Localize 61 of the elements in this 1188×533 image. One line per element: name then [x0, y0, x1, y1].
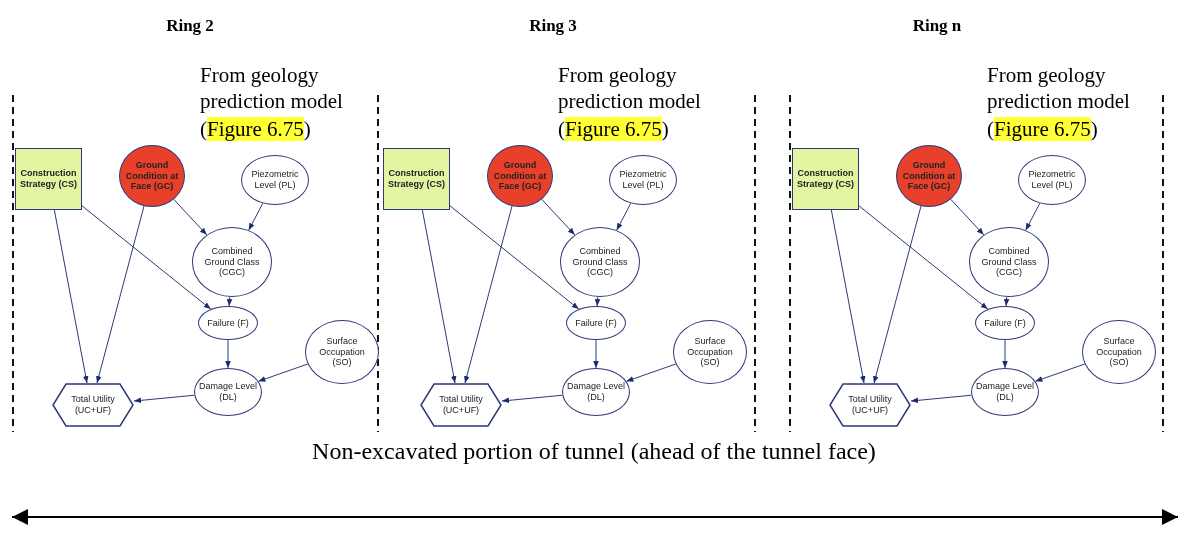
- arrow: [1003, 296, 1010, 307]
- arrow: [257, 363, 309, 382]
- arrow: [248, 202, 264, 231]
- ring-heading: Ring n: [911, 16, 963, 36]
- chance-node-ellipse: Combined Ground Class (CGC): [192, 227, 272, 297]
- arrow: [501, 394, 563, 404]
- utility-hexagon: Total Utility (UC+UF): [420, 383, 502, 427]
- arrow: [830, 209, 866, 384]
- chance-node-ellipse: Surface Occupation (SO): [305, 320, 379, 384]
- figure-reference: (Figure 6.75): [200, 116, 311, 142]
- chance-node-ellipse: Ground Condition at Face (GC): [896, 145, 962, 207]
- source-note: From geology prediction model: [200, 62, 344, 114]
- ring-heading: Ring 2: [165, 16, 215, 36]
- arrow: [1002, 339, 1008, 369]
- chance-node-ellipse: Ground Condition at Face (GC): [487, 145, 553, 207]
- chance-node-ellipse: Failure (F): [198, 306, 258, 340]
- arrow: [858, 205, 989, 310]
- arrow: [1025, 202, 1041, 231]
- chance-node-ellipse: Ground Condition at Face (GC): [119, 145, 185, 207]
- chance-node-ellipse: Damage Level (DL): [971, 368, 1039, 416]
- tunnel-portion-label: Non-excavated portion of tunnel (ahead of the tunnel face): [312, 438, 876, 464]
- source-note: From geology prediction model: [558, 62, 702, 114]
- arrow: [53, 209, 89, 384]
- arrow: [910, 394, 972, 404]
- ring-heading: Ring 3: [528, 16, 578, 36]
- arrow: [133, 394, 195, 404]
- utility-hexagon: Total Utility (UC+UF): [52, 383, 134, 427]
- arrow: [173, 198, 208, 236]
- chance-node-ellipse: Surface Occupation (SO): [673, 320, 747, 384]
- arrow: [1034, 363, 1086, 382]
- chance-node-ellipse: Combined Ground Class (CGC): [560, 227, 640, 297]
- arrow: [594, 296, 601, 307]
- chance-node-ellipse: Damage Level (DL): [562, 368, 630, 416]
- decision-box: Construction Strategy (CS): [792, 148, 859, 210]
- decision-box: Construction Strategy (CS): [383, 148, 450, 210]
- chance-node-ellipse: Piezometric Level (PL): [1018, 155, 1086, 205]
- chance-node-ellipse: Piezometric Level (PL): [609, 155, 677, 205]
- arrow: [873, 205, 922, 384]
- arrow: [81, 205, 212, 310]
- figure-reference: (Figure 6.75): [987, 116, 1098, 142]
- chance-node-ellipse: Piezometric Level (PL): [241, 155, 309, 205]
- arrow: [464, 205, 513, 384]
- arrow: [593, 339, 599, 369]
- chance-node-ellipse: Surface Occupation (SO): [1082, 320, 1156, 384]
- arrow: [449, 205, 580, 310]
- arrow: [541, 198, 576, 236]
- arrow: [96, 205, 145, 384]
- chance-node-ellipse: Combined Ground Class (CGC): [969, 227, 1049, 297]
- chance-node-ellipse: Damage Level (DL): [194, 368, 262, 416]
- chance-node-ellipse: Failure (F): [975, 306, 1035, 340]
- utility-hexagon: Total Utility (UC+UF): [829, 383, 911, 427]
- arrow: [226, 296, 233, 307]
- arrow: [625, 363, 677, 382]
- arrow: [421, 209, 457, 384]
- chance-node-ellipse: Failure (F): [566, 306, 626, 340]
- decision-box: Construction Strategy (CS): [15, 148, 82, 210]
- arrow: [225, 339, 231, 369]
- figure-reference: (Figure 6.75): [558, 116, 669, 142]
- arrow: [950, 198, 985, 236]
- source-note: From geology prediction model: [987, 62, 1131, 114]
- arrow: [616, 202, 632, 231]
